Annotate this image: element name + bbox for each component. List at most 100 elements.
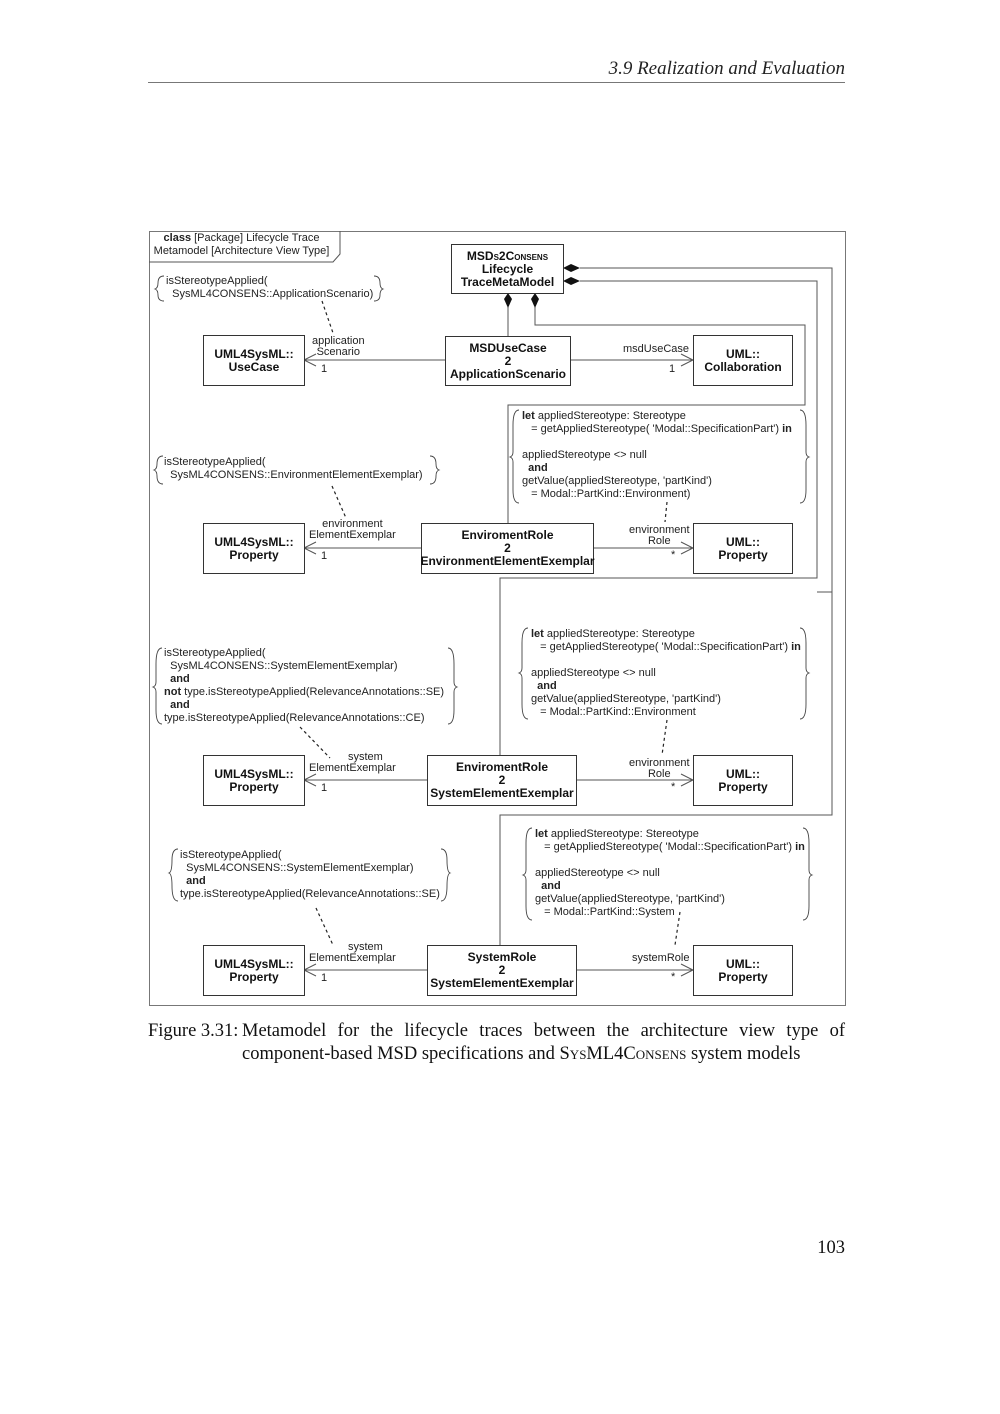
- class-uml-collaboration[interactable]: UML:: Collaboration: [693, 335, 793, 386]
- constraint-anchor-row3-left: [299, 726, 331, 759]
- constraint-line: isStereotypeApplied(: [164, 647, 266, 659]
- composition-line-5: [499, 592, 833, 945]
- constraint-line: = Modal::PartKind::System: [535, 906, 675, 918]
- constraint-row3-left: isStereotypeApplied( SysML4CONSENS::Syst…: [164, 647, 444, 725]
- class-root-line2: Lifecycle: [481, 261, 534, 276]
- multiplicity-row3-left: 1: [321, 782, 328, 794]
- class-line: Property: [229, 779, 279, 794]
- class-line: EnviromentRole: [461, 528, 554, 542]
- role-line: ElementExemplar: [309, 529, 396, 541]
- keyword-let: let: [522, 410, 535, 422]
- constraint-line: appliedStereotype: Stereotype: [534, 410, 686, 422]
- keyword-and: and: [537, 680, 557, 692]
- keyword-in: in: [782, 423, 792, 435]
- role-label-application-scenario: application Scenario: [312, 336, 365, 358]
- class-uml-property-row3[interactable]: UML:: Property: [693, 755, 793, 806]
- class-systemrole2systemelementexemplar[interactable]: SystemRole 2 SystemElementExemplar: [427, 945, 577, 996]
- frame-label: class [Package] Lifecycle Trace Metamode…: [150, 232, 333, 262]
- multiplicity-row2-right: *: [671, 549, 676, 561]
- constraint-line: SysML4CONSENS::SystemElementExemplar): [180, 862, 414, 874]
- role-line: system: [347, 941, 383, 953]
- role-label-environment-role-row2: environment Role: [629, 525, 690, 547]
- composition-diamond-4: [531, 293, 539, 308]
- class-uml-property-row2[interactable]: UML:: Property: [693, 523, 793, 574]
- constraint-row4-left: isStereotypeApplied( SysML4CONSENS::Syst…: [180, 849, 440, 901]
- constraint-line: isStereotypeApplied(: [164, 456, 266, 468]
- constraint-row2-right: let appliedStereotype: Stereotype = getA…: [522, 410, 792, 501]
- class-uml4sysml-property-row4[interactable]: UML4SysML:: Property: [203, 945, 305, 996]
- brace-row3-nl: [517, 627, 529, 720]
- caption-smallcaps: SysML4Consens: [559, 1044, 687, 1064]
- class-uml4sysml-property-row2[interactable]: UML4SysML:: Property: [203, 523, 305, 574]
- role-line: Role: [647, 535, 671, 547]
- class-uml4sysml-property-row3[interactable]: UML4SysML:: Property: [203, 755, 305, 806]
- class-line: UseCase: [228, 359, 280, 374]
- multiplicity-row1-left: 1: [321, 363, 328, 375]
- frame-title: [Package] Lifecycle Trace Metamodel [Arc…: [153, 232, 330, 257]
- constraint-line: appliedStereotype: Stereotype: [543, 628, 695, 640]
- class-msdusecase2applicationscenario[interactable]: MSDUseCase 2 ApplicationScenario: [445, 336, 571, 386]
- role-line: Role: [647, 768, 671, 780]
- class-line: UML::: [726, 766, 760, 781]
- keyword-in: in: [795, 841, 805, 853]
- multiplicity-row2-left: 1: [321, 550, 328, 562]
- class-enviromentrole2systemelementexemplar[interactable]: EnviromentRole 2 SystemElementExemplar: [427, 755, 577, 806]
- class-line: UML::: [726, 534, 760, 549]
- class-root-line3: TraceMetaModel: [460, 274, 555, 289]
- class-line: Property: [718, 547, 768, 562]
- constraint-line: SysML4CONSENS::SystemElementExemplar): [164, 660, 398, 672]
- brace-row1-left: [153, 275, 165, 302]
- constraint-anchor-row2-right: [664, 501, 668, 523]
- constraint-row2-left: isStereotypeApplied( SysML4CONSENS::Envi…: [164, 456, 423, 482]
- role-label-system-element-exemplar-row3: system ElementExemplar: [309, 752, 396, 774]
- figure-caption-text: Metamodel for the lifecycle traces betwe…: [242, 1020, 845, 1066]
- constraint-line: getValue(appliedStereotype, 'partKind'): [522, 475, 712, 487]
- composition-line-4: [507, 305, 806, 523]
- constraint-line: SysML4CONSENS::EnvironmentElementExempla…: [164, 469, 423, 481]
- role-label-system-role: systemRole: [632, 952, 690, 964]
- brace-row2-nr: [799, 409, 811, 504]
- class-uml-property-row4[interactable]: UML:: Property: [693, 945, 793, 996]
- class-uml4sysml-usecase[interactable]: UML4SysML:: UseCase: [203, 335, 305, 386]
- constraint-line: = Modal::PartKind::Environment: [531, 706, 696, 718]
- class-root-line1: MSDs2Consens: [466, 248, 549, 263]
- class-line: Property: [718, 969, 768, 984]
- constraint-line: isStereotypeApplied(: [180, 849, 282, 861]
- class-line: Collaboration: [704, 359, 782, 374]
- brace-row1-right: [373, 275, 385, 302]
- brace-row3-nr: [799, 627, 811, 720]
- constraint-line: SysML4CONSENS::ApplicationScenario): [166, 288, 374, 300]
- brace-row2-right: [429, 455, 441, 485]
- class-line: Property: [229, 547, 279, 562]
- brace-row4-right: [440, 848, 452, 902]
- constraint-line: appliedStereotype <> null: [522, 449, 647, 461]
- role-label-system-element-exemplar-row4: system ElementExemplar: [309, 942, 396, 964]
- class-line: UML4SysML::: [214, 346, 294, 361]
- brace-row4-nl: [521, 827, 533, 921]
- brace-row2-left: [152, 455, 164, 485]
- class-line: UML::: [726, 346, 760, 361]
- class-line: Property: [718, 779, 768, 794]
- header-rule: [148, 82, 845, 83]
- composition-diamond-1: [563, 264, 580, 272]
- constraint-line: appliedStereotype <> null: [535, 867, 660, 879]
- constraint-line: appliedStereotype <> null: [531, 667, 656, 679]
- multiplicity-row4-left: 1: [321, 972, 328, 984]
- class-line: UML4SysML::: [214, 956, 294, 971]
- class-root-tracemetamodel[interactable]: MSDs2Consens Lifecycle TraceMetaModel: [451, 244, 564, 294]
- class-line: SystemElementExemplar: [430, 976, 574, 990]
- composition-line-1: [580, 267, 833, 593]
- role-line: environment: [629, 757, 690, 769]
- role-label-msdusecase: msdUseCase: [623, 343, 690, 355]
- caption-text-part: Metamodel for the lifecycle traces betwe…: [242, 1021, 845, 1064]
- class-line: UML4SysML::: [214, 534, 294, 549]
- keyword-and: and: [170, 673, 190, 685]
- role-line: ElementExemplar: [309, 762, 396, 774]
- class-enviromentrole2environmentelementexemplar[interactable]: EnviromentRole 2 EnvironmentElementExemp…: [420, 523, 595, 574]
- diagram-frame: [149, 231, 846, 1006]
- class-line: 2: [504, 541, 511, 555]
- class-line: SystemRole: [467, 950, 537, 964]
- multiplicity-row3-right: *: [671, 781, 676, 793]
- class-line: 2: [498, 773, 506, 787]
